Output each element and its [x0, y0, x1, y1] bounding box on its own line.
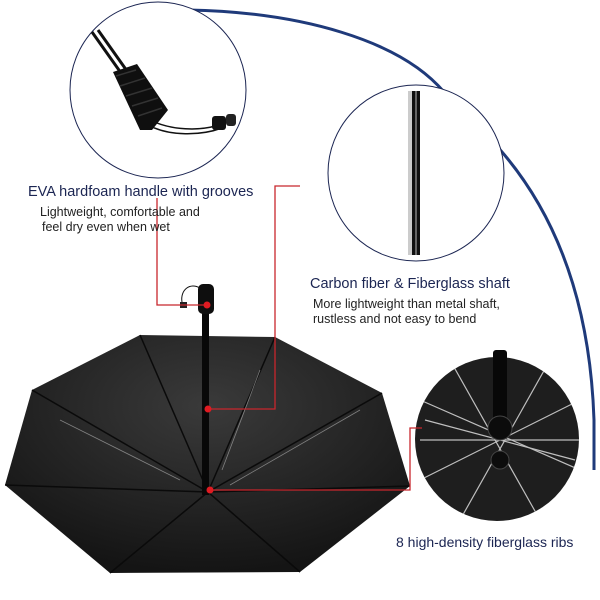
callout-dot-handle [203, 301, 211, 309]
callout-dot-ribs [206, 486, 214, 494]
desc-line: Lightweight, comfortable and [40, 205, 200, 219]
callout-dot-shaft [204, 405, 212, 413]
ribs-detail-circle [415, 350, 579, 521]
feature-title-ribs: 8 high-density fiberglass ribs [396, 534, 574, 550]
feature-desc-handle: Lightweight, comfortable and feel dry ev… [40, 205, 200, 235]
desc-line: More lightweight than metal shaft, [313, 297, 500, 311]
umbrella-image [4, 284, 411, 574]
feature-desc-shaft: More lightweight than metal shaft, rustl… [313, 297, 500, 327]
decorative-arc [187, 8, 596, 470]
feature-title-handle: EVA hardfoam handle with grooves [28, 184, 254, 200]
callout-lines [156, 185, 422, 491]
desc-line: rustless and not easy to bend [313, 312, 477, 326]
desc-line: feel dry even when wet [42, 220, 170, 234]
handle-detail-circle [69, 1, 247, 179]
feature-title-shaft: Carbon fiber & Fiberglass shaft [310, 276, 510, 292]
shaft-detail-circle [327, 84, 505, 262]
